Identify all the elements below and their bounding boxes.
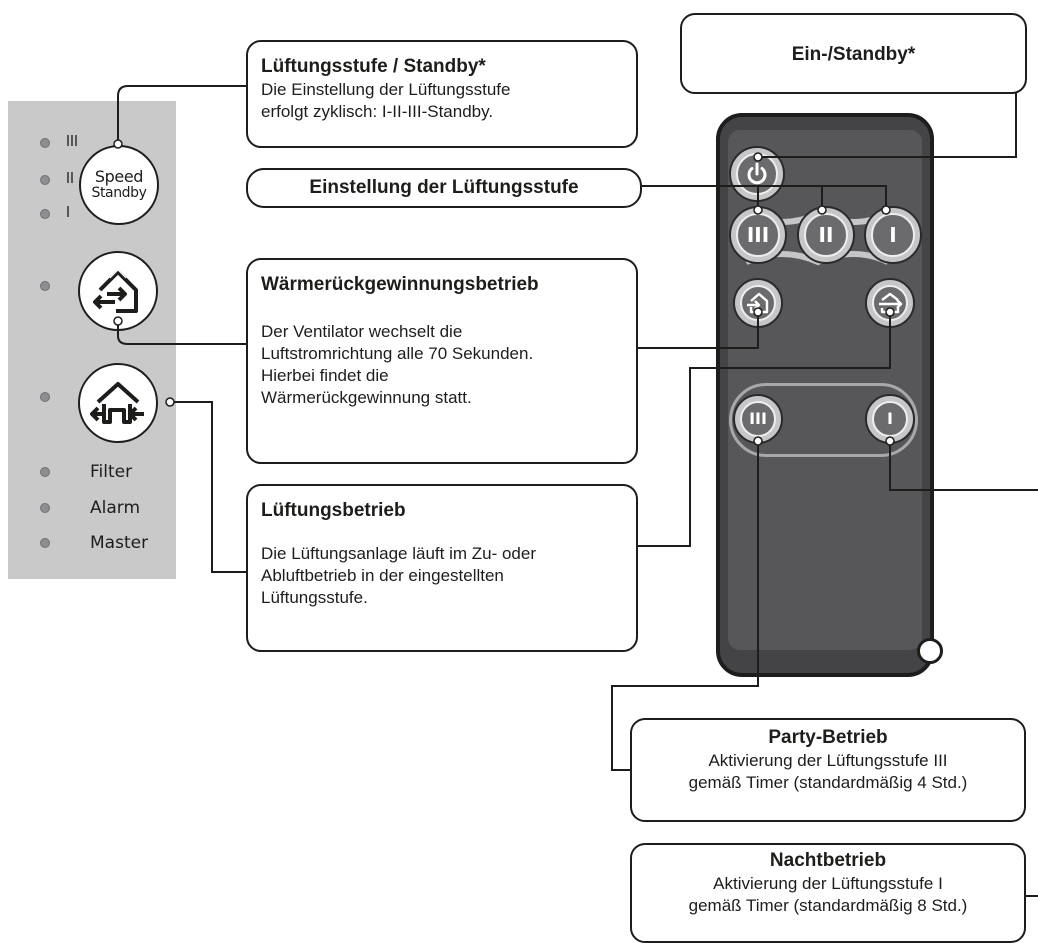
callout-text: Aktivierung der Lüftungsstufe III: [708, 751, 948, 770]
level-1-button[interactable]: I: [864, 206, 922, 264]
level-3-label: III: [736, 213, 780, 257]
level-2-label: II: [804, 213, 848, 257]
callout-title: Lüftungsbetrieb: [261, 500, 406, 521]
supply-air-button[interactable]: [733, 278, 783, 328]
led-level-3: [40, 138, 50, 148]
power-icon: [736, 153, 778, 195]
callout-title: Party-Betrieb: [768, 727, 888, 748]
supply-air-icon: [739, 284, 777, 322]
heat-recovery-icon: [93, 269, 138, 313]
callout-text: Hierbei findet die: [261, 366, 389, 385]
callout-heat-recovery: Wärmerückgewinnungsbetrieb Der Ventilato…: [246, 258, 638, 464]
level-3-button[interactable]: III: [729, 206, 787, 264]
led-label-level-3: III: [66, 132, 78, 150]
led-ventilation: [40, 392, 50, 402]
callout-power: Ein-/Standby*: [680, 13, 1027, 94]
ventilation-button[interactable]: [78, 363, 158, 443]
callout-title: Lüftungsstufe / Standby*: [261, 56, 486, 77]
led-heat-recovery: [40, 281, 50, 291]
callout-text: gemäß Timer (standardmäßig 8 Std.): [688, 896, 968, 915]
exhaust-air-icon: [871, 284, 909, 322]
callout-title: Einstellung der Lüftungsstufe: [309, 177, 579, 198]
callout-text: Die Einstellung der Lüftungsstufe: [261, 80, 511, 99]
status-label-master: Master: [90, 533, 149, 553]
callout-text: Abluftbetrieb in der eingestellten: [261, 566, 504, 585]
callout-title: Wärmerückgewinnungsbetrieb: [261, 274, 539, 295]
led-label-level-2: II: [66, 169, 74, 187]
night-timer-label: I: [871, 400, 909, 438]
callout-text: Lüftungsstufe.: [261, 588, 368, 607]
party-timer-label: III: [739, 400, 777, 438]
callout-text: Der Ventilator wechselt die: [261, 322, 463, 341]
party-timer-button[interactable]: III: [733, 394, 783, 444]
callout-text: Luftstromrichtung alle 70 Sekunden.: [261, 344, 534, 363]
callout-title: Nachtbetrieb: [769, 850, 887, 871]
callout-text: gemäß Timer (standardmäßig 4 Std.): [688, 773, 968, 792]
callout-text: Aktivierung der Lüftungsstufe I: [713, 874, 943, 893]
callout-party: Party-Betrieb Aktivierung der Lüftungsst…: [630, 718, 1026, 822]
speed-label: Speed: [94, 167, 144, 186]
callout-night: Nachtbetrieb Aktivierung der Lüftungsstu…: [630, 843, 1026, 943]
callout-speed-standby: Lüftungsstufe / Standby* Die Einstellung…: [246, 40, 638, 148]
status-label-alarm: Alarm: [90, 498, 141, 518]
speed-standby-button[interactable]: Speed Standby: [79, 145, 159, 225]
callout-text: erfolgt zyklisch: I-II-III-Standby.: [261, 102, 494, 121]
ventilation-icon: [90, 382, 144, 424]
control-panel: III II I Filter Alarm Master Speed Stand…: [8, 101, 176, 579]
callout-text: Die Lüftungsanlage läuft im Zu- oder: [261, 544, 536, 563]
remote-lanyard-hole: [917, 638, 943, 664]
callout-title: Ein-/Standby*: [791, 44, 916, 65]
night-timer-button[interactable]: I: [865, 394, 915, 444]
callout-level-setting: Einstellung der Lüftungsstufe: [246, 168, 642, 208]
led-label-level-1: I: [66, 203, 70, 221]
status-label-filter: Filter: [90, 462, 133, 482]
callout-text: Wärmerückgewinnung statt.: [261, 388, 472, 407]
power-button[interactable]: [729, 146, 785, 202]
led-alarm: [40, 503, 50, 513]
level-1-label: I: [871, 213, 915, 257]
level-2-button[interactable]: II: [797, 206, 855, 264]
heat-recovery-button[interactable]: [78, 251, 158, 331]
callout-ventilation: Lüftungsbetrieb Die Lüftungsanlage läuft…: [246, 484, 638, 652]
led-level-1: [40, 209, 50, 219]
exhaust-air-button[interactable]: [865, 278, 915, 328]
led-filter: [40, 467, 50, 477]
standby-label: Standby: [91, 185, 147, 201]
led-level-2: [40, 175, 50, 185]
led-master: [40, 538, 50, 548]
